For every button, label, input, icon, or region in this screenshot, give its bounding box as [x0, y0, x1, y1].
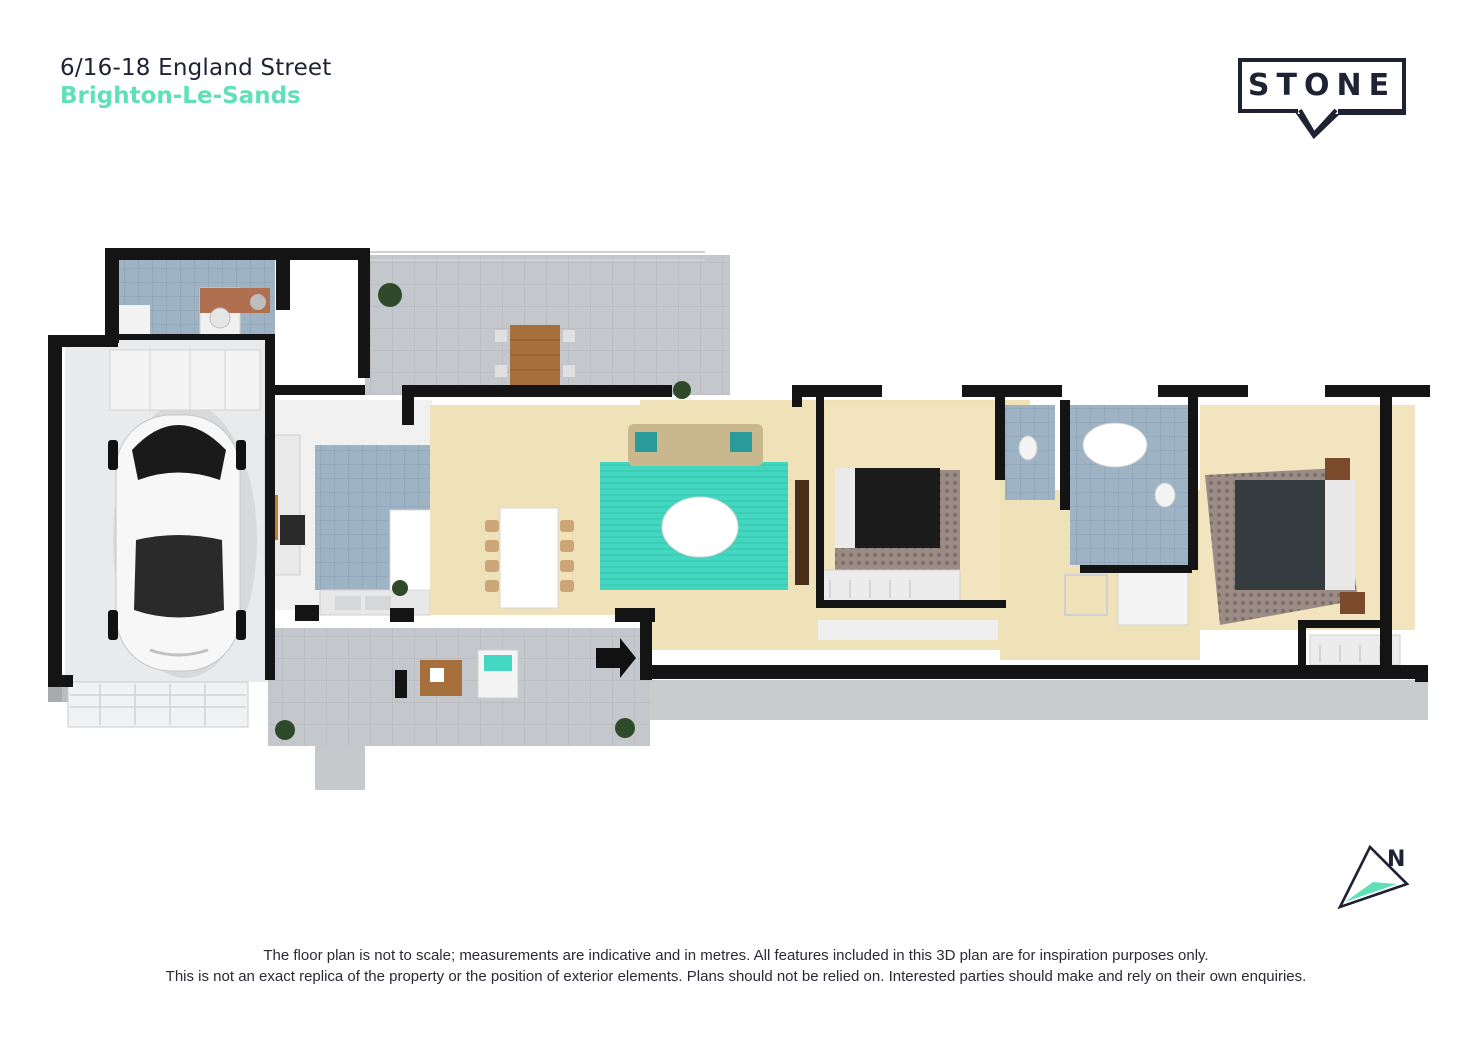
car-icon	[108, 402, 257, 678]
sofa-icon	[628, 424, 763, 466]
walls	[48, 248, 1430, 698]
address-block: 6/16-18 England Street Brighton-Le-Sands	[60, 55, 332, 109]
outdoor-dining-table	[495, 325, 575, 385]
bathroom	[1005, 405, 1195, 626]
compass-north-icon: N	[1337, 844, 1410, 910]
compass-label: N	[1387, 847, 1405, 872]
master-bedroom	[1200, 405, 1415, 666]
rear-terrace	[365, 251, 730, 399]
logo-speech-tail-icon	[1294, 106, 1406, 140]
plant-icon	[673, 381, 691, 399]
laundry	[110, 260, 275, 337]
suburb-name: Brighton-Le-Sands	[60, 83, 301, 109]
street-address: 6/16-18 England Street	[60, 55, 332, 81]
disclaimer-line-2: This is not an exact replica of the prop…	[165, 968, 1307, 985]
plant-icon	[378, 283, 402, 307]
plant-icon	[275, 720, 295, 740]
stone-logo: STONE	[1238, 58, 1413, 140]
bath-icon	[1082, 422, 1148, 468]
bed-icon	[835, 468, 940, 548]
bedroom-2	[818, 405, 1000, 640]
exterior-wall-faces	[48, 680, 1428, 720]
bed-icon	[1235, 480, 1355, 590]
front-porch	[268, 628, 650, 790]
disclaimer: The floor plan is not to scale; measurem…	[0, 945, 1472, 987]
entry-arrow-icon	[596, 638, 636, 678]
garage	[65, 340, 270, 728]
floor-plan	[48, 248, 1430, 790]
disclaimer-line-1: The floor plan is not to scale; measurem…	[263, 947, 1209, 964]
logo-wordmark: STONE	[1247, 68, 1397, 103]
plant-icon	[615, 718, 635, 738]
kitchen	[264, 400, 439, 616]
